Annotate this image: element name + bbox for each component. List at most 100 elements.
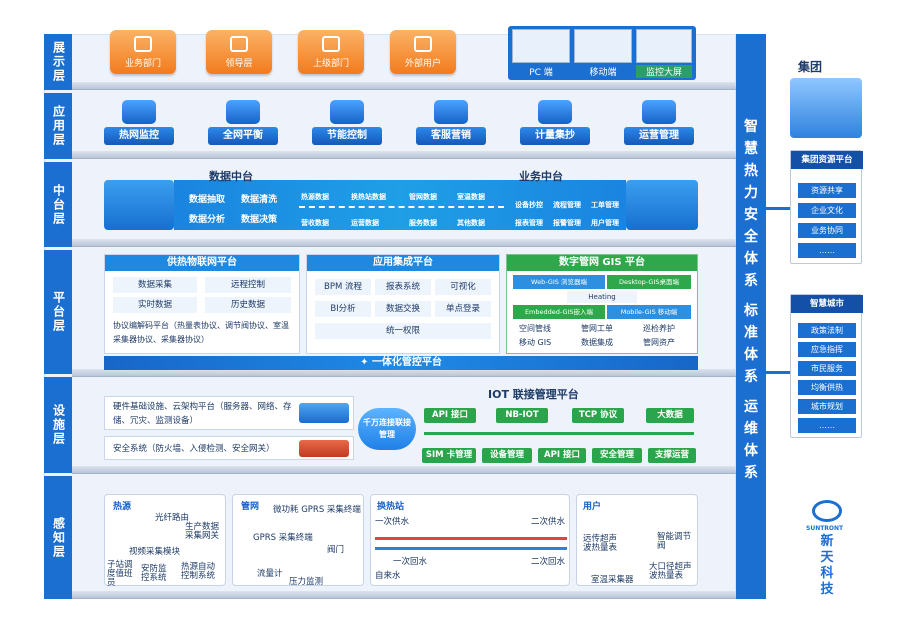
- city-item[interactable]: 均衡供热: [798, 380, 856, 395]
- sensing-label: 一次供水: [375, 517, 410, 527]
- pc-screen: [512, 29, 570, 63]
- flow-item: 服务数据: [409, 219, 437, 227]
- sensing-label: 一次回水: [393, 557, 428, 567]
- gis-item: 移动 GIS: [519, 338, 552, 347]
- sensing-label: 光纤路由: [155, 513, 190, 523]
- city-item[interactable]: ……: [798, 418, 856, 433]
- display-button-external[interactable]: 外部用户: [390, 30, 456, 74]
- data-item: 数据抽取: [189, 195, 226, 205]
- group-link-arrow: [766, 207, 790, 210]
- data-item: 数据决策: [241, 215, 278, 225]
- city-item[interactable]: 应急指挥: [798, 342, 856, 357]
- app-button-energy[interactable]: 节能控制: [312, 100, 382, 146]
- layer-label-middle: 中台层: [44, 162, 72, 247]
- screen-label-pc: PC 端: [529, 68, 553, 78]
- app-cell: 单点登录: [435, 301, 491, 317]
- data-item: 数据清洗: [241, 195, 278, 205]
- iot-top-bigdata[interactable]: 大数据: [646, 408, 694, 423]
- city-item[interactable]: 城市规划: [798, 399, 856, 414]
- sensing-label: 远传超声波热量表: [583, 534, 618, 553]
- data-middle-title: 数据中台: [209, 170, 253, 183]
- vbar-group-security: 智慧热力安全体系: [744, 119, 758, 289]
- cloud-connection: 千万连接联接管理: [358, 408, 416, 450]
- gis-module-web: Web-GIS 浏览器端: [513, 275, 605, 289]
- iot-top-tcp[interactable]: TCP 协议: [572, 408, 624, 423]
- iot-top-nbiot[interactable]: NB-IOT: [496, 408, 548, 423]
- city-link-arrow: [766, 371, 790, 374]
- app-button-metering[interactable]: 计量集抄: [520, 100, 590, 146]
- iot-protocol-text: 协议编解码平台（热量表协议、调节阀协议、室温采集器协议、采集器协议）: [113, 321, 289, 344]
- gis-module-heating: Heating: [567, 291, 637, 303]
- integrated-control-bar[interactable]: ✦ 一体化管控平台: [104, 356, 698, 370]
- sensing-user: 用户 远传超声波热量表 智能调节阀 室温采集器 大口径超声波热量表: [576, 494, 698, 586]
- shelf-divider: [72, 591, 736, 599]
- monitor-icon: [122, 100, 156, 124]
- iot-bus-line: [424, 432, 694, 435]
- return-pipe: [375, 547, 567, 550]
- vbar-group-standards: 标准体系: [744, 303, 758, 385]
- headset-icon: [434, 100, 468, 124]
- display-button-superior[interactable]: 上级部门: [298, 30, 364, 74]
- app-integration-title: 应用集成平台: [307, 255, 499, 271]
- sensing-label: 智能调节阀: [657, 532, 692, 551]
- display-button-business[interactable]: 业务部门: [110, 30, 176, 74]
- app-button-heatnet[interactable]: 热网监控: [104, 100, 174, 146]
- layer-label-sensing: 感知层: [44, 476, 72, 599]
- display-button-leaders[interactable]: 领导层: [206, 30, 272, 74]
- sensing-label: 微功耗 GPRS 采集终端: [273, 505, 361, 515]
- iot-bottom-support[interactable]: 支撑运营: [648, 448, 696, 463]
- iot-cell: 实时数据: [113, 297, 197, 313]
- gis-module-embedded: Embedded-GIS嵌入端: [513, 305, 605, 319]
- app-cell: 可视化: [435, 279, 491, 295]
- sensing-label: 二次回水: [531, 557, 566, 567]
- group-item[interactable]: 资源共享: [798, 183, 856, 198]
- smart-city-panel: 智慧城市 政策法制 应急指挥 市民服务 均衡供热 城市规划 ……: [790, 294, 863, 438]
- people-icon: [230, 36, 248, 52]
- shelf-divider: [72, 369, 736, 377]
- group-item[interactable]: 业务协同: [798, 223, 856, 238]
- flow-arrows: [299, 206, 504, 208]
- gis-item: 管网工单: [581, 324, 613, 333]
- city-item[interactable]: 政策法制: [798, 323, 856, 338]
- firewall-icon: [299, 440, 349, 457]
- section-title: 换热站: [377, 502, 405, 512]
- iot-platform-panel: 供热物联网平台 数据采集 远程控制 实时数据 历史数据 协议编解码平台（热量表协…: [104, 254, 300, 354]
- iot-top-api[interactable]: API 接口: [424, 408, 476, 423]
- city-item[interactable]: 市民服务: [798, 361, 856, 376]
- flow-item: 营收数据: [301, 219, 329, 227]
- app-button-operations[interactable]: 运营管理: [624, 100, 694, 146]
- brand-cn: 新 天 科 技: [820, 534, 834, 597]
- mobile-screen: [574, 29, 632, 63]
- hardware-panel: 硬件基础设施、云架构平台（服务器、网络、存储、冗灾、监测设备）: [104, 396, 354, 430]
- section-title: 热源: [113, 502, 132, 512]
- sensing-heat-exchange: 换热站 一次供水 二次供水 一次回水 二次回水 自来水: [370, 494, 570, 586]
- group-resource-panel: 集团资源平台 资源共享 企业文化 业务协同 ……: [790, 150, 863, 264]
- layer-label-platform: 平台层: [44, 250, 72, 374]
- iot-bottom-security[interactable]: 安全管理: [592, 448, 642, 463]
- group-item[interactable]: ……: [798, 243, 856, 258]
- iot-cell: 历史数据: [205, 297, 291, 313]
- group-item[interactable]: 企业文化: [798, 203, 856, 218]
- security-standards-bar: 智慧热力安全体系 标准体系 运维体系: [736, 34, 766, 599]
- iot-bottom-sim[interactable]: SIM 卡管理: [422, 448, 476, 463]
- iot-bottom-device[interactable]: 设备管理: [482, 448, 532, 463]
- vbar-group-ops: 运维体系: [744, 399, 758, 481]
- shelf-divider: [72, 466, 736, 474]
- sensing-pipe-network: 管网 微功耗 GPRS 采集终端 GPRS 采集终端 阀门 流量计 压力监测: [232, 494, 364, 587]
- shelf-divider: [72, 239, 736, 247]
- app-button-service[interactable]: 客服营销: [416, 100, 486, 146]
- shelf-divider: [72, 151, 736, 159]
- business-server-icon: [626, 180, 698, 230]
- sensing-heat-source: 热源 光纤路由 生产数据采集网关 视频采集模块 子站调度值班员 安防监控系统 热…: [104, 494, 226, 588]
- iot-cell: 数据采集: [113, 277, 197, 293]
- shelf-divider: [72, 82, 736, 90]
- section-title: 管网: [241, 502, 260, 512]
- flow-item: 其他数据: [457, 219, 485, 227]
- app-button-balance[interactable]: 全网平衡: [208, 100, 278, 146]
- group-buildings-icon: [790, 78, 862, 138]
- iot-bottom-api[interactable]: API 接口: [538, 448, 586, 463]
- server-icon: [299, 403, 349, 423]
- screen-label-bigscreen: 监控大屏: [636, 65, 692, 78]
- iot-connect-title: IOT 联接管理平台: [488, 388, 579, 401]
- app-cell: BI分析: [315, 301, 371, 317]
